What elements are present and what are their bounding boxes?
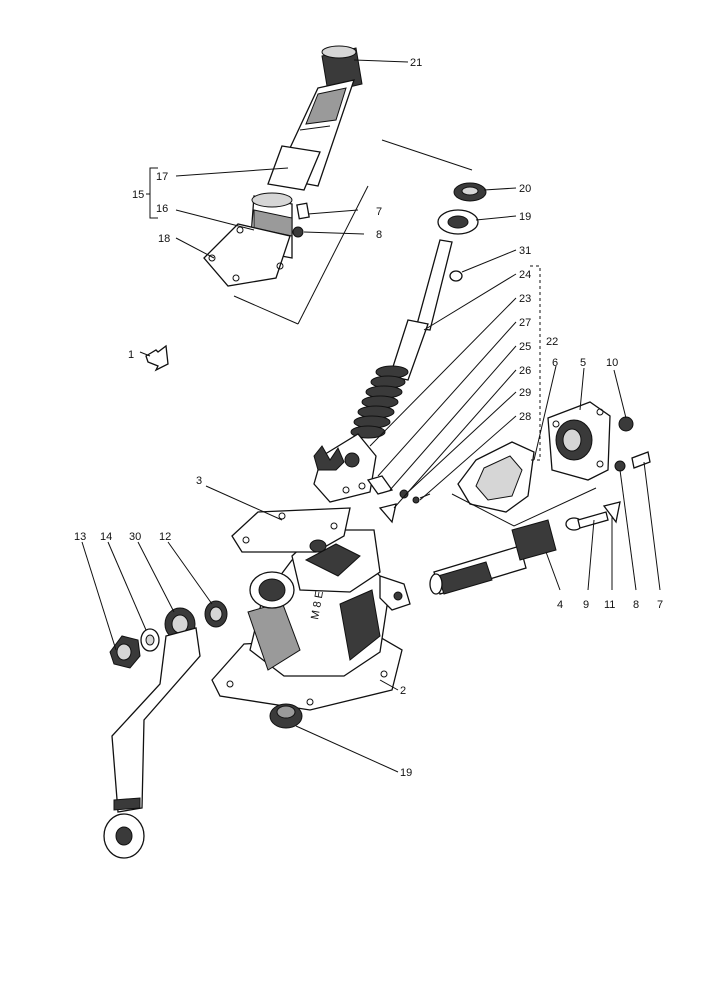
bolt-upper xyxy=(292,202,310,238)
nut-13 xyxy=(109,635,141,669)
callout-2: 2 xyxy=(400,685,406,697)
nut-10 xyxy=(618,416,634,432)
lock-plate-11 xyxy=(602,501,621,524)
housing-marking: M 8 E xyxy=(309,590,326,620)
steering-shaft xyxy=(350,182,487,439)
callout-4: 4 xyxy=(557,599,563,611)
callout-10: 10 xyxy=(606,357,618,369)
pitman-arm xyxy=(103,627,201,859)
callout-7-upper: 7 xyxy=(376,206,382,218)
view-arrow-icon xyxy=(145,344,169,372)
callout-1: 1 xyxy=(128,349,134,361)
callout-25: 25 xyxy=(519,341,531,353)
callout-19-upper: 19 xyxy=(519,211,531,223)
top-cover-plate xyxy=(231,507,351,553)
callout-24: 24 xyxy=(519,269,531,281)
gasket-6 xyxy=(457,441,535,513)
callout-14: 14 xyxy=(100,531,112,543)
callout-18: 18 xyxy=(158,233,170,245)
callout-21: 21 xyxy=(410,57,422,69)
callout-6: 6 xyxy=(552,357,558,369)
callout-19-lower: 19 xyxy=(400,767,412,779)
callout-20: 20 xyxy=(519,183,531,195)
adjuster-screw-9 xyxy=(565,511,609,531)
callout-29: 29 xyxy=(519,387,531,399)
side-cover-5 xyxy=(547,401,611,481)
callout-labels: 21 17 15 16 18 7 8 20 19 31 24 23 27 22 … xyxy=(74,57,663,779)
callout-5: 5 xyxy=(580,357,586,369)
callout-26: 26 xyxy=(519,365,531,377)
sector-shaft xyxy=(429,519,557,595)
callout-23: 23 xyxy=(519,293,531,305)
callout-31: 31 xyxy=(519,245,531,257)
callout-15: 15 xyxy=(132,189,144,201)
bolt-7-right xyxy=(614,451,651,472)
seal-12 xyxy=(204,600,228,628)
callout-30: 30 xyxy=(129,531,141,543)
callout-7-lower: 7 xyxy=(657,599,663,611)
callout-9: 9 xyxy=(583,599,589,611)
washer-14 xyxy=(140,628,160,652)
callout-13: 13 xyxy=(74,531,86,543)
callout-11: 11 xyxy=(604,599,615,611)
callout-28: 28 xyxy=(519,411,531,423)
callout-12: 12 xyxy=(159,531,171,543)
steering-box-housing: M 8 E xyxy=(211,529,411,729)
callout-3: 3 xyxy=(196,475,202,487)
callout-8-upper: 8 xyxy=(376,229,382,241)
ball-nut xyxy=(313,433,377,503)
callout-27: 27 xyxy=(519,317,531,329)
leader-lines xyxy=(81,59,661,773)
steering-column-tube xyxy=(203,45,363,287)
callout-22: 22 xyxy=(546,336,558,348)
callout-17: 17 xyxy=(156,171,168,183)
callout-16: 16 xyxy=(156,203,168,215)
ball-guide-parts xyxy=(366,475,431,524)
callout-8-lower: 8 xyxy=(633,599,639,611)
